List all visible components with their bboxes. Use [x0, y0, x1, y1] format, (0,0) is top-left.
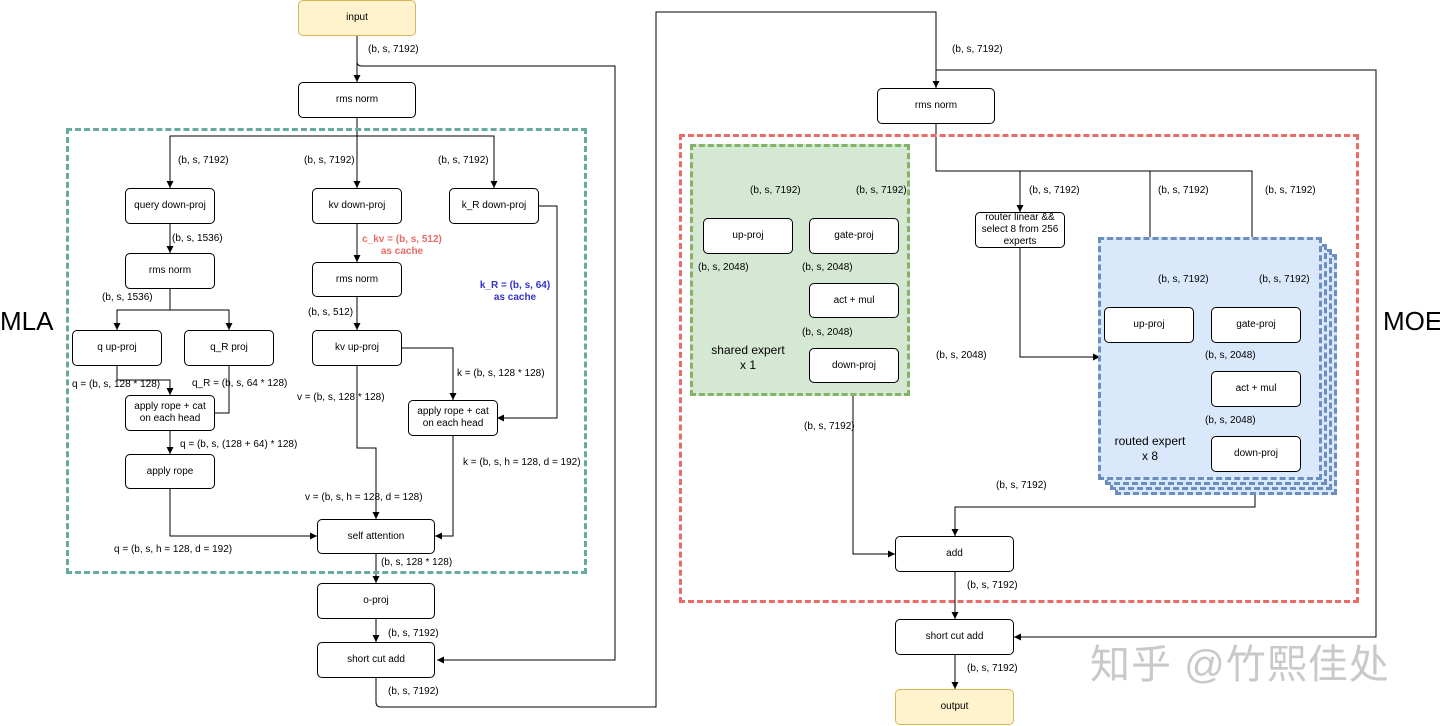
edge-label: (b, s, 7192) [750, 185, 801, 196]
edge [852, 383, 895, 558]
edge [435, 436, 454, 540]
edge [170, 309, 233, 330]
routed-down-proj-node: down-proj [1211, 436, 1301, 472]
edge-label: (b, s, 7192) [996, 480, 1047, 491]
edge [356, 366, 380, 519]
kv-up-proj-node: kv up-proj [312, 330, 402, 366]
rms-norm-attn-node: rms norm [298, 82, 416, 118]
output-node: output [895, 689, 1014, 725]
edge-label: (b, s, 7192) [368, 44, 419, 55]
edge-label: (b, s, 7192) [1265, 185, 1316, 196]
shared-act-mul-node: act + mul [809, 283, 899, 318]
edge [169, 489, 317, 540]
edge [215, 366, 230, 414]
rms-norm-q-node: rms norm [125, 253, 215, 289]
edge-label: (b, s, 1536) [102, 292, 153, 303]
edge [1019, 248, 1100, 361]
edge-label: (b, s, 2048) [1205, 350, 1256, 361]
edge-label: (b, s, 7192) [388, 628, 439, 639]
edge-label: q = (b, s, 128 * 128) [72, 379, 161, 390]
query-down-proj-node: query down-proj [125, 188, 215, 224]
shared-down-proj-node: down-proj [809, 348, 899, 383]
shared-gate-proj-node: gate-proj [809, 218, 899, 254]
edge [375, 11, 940, 708]
edge-label: (b, s, 7192) [1158, 274, 1209, 285]
edge [113, 289, 171, 330]
edge-label: q = (b, s, h = 128, d = 192) [114, 544, 233, 555]
edge-label: (b, s, 128 * 128) [381, 557, 453, 568]
short-cut-add-attn-node: short cut add [317, 642, 435, 678]
moe-title: MOE [1383, 306, 1440, 336]
mla-region [66, 128, 587, 574]
routed-expert-caption: routed expert x 8 [1114, 434, 1186, 463]
rms-norm-moe-node: rms norm [877, 88, 995, 124]
k-r-down-proj-node: k_R down-proj [449, 188, 539, 224]
edge [356, 52, 616, 664]
watermark-text: 知乎 @竹熙佳处 [1090, 643, 1390, 687]
routed-gate-proj-node: gate-proj [1211, 307, 1301, 343]
self-attention-node: self attention [317, 519, 435, 554]
edge-label: k = (b, s, h = 128, d = 192) [463, 457, 581, 468]
c-kv-cache-note: c_kv = (b, s, 512) as cache [362, 234, 442, 257]
moe-region [679, 134, 1359, 603]
edge-label: (b, s, 7192) [304, 155, 355, 166]
edge-label: (b, s, 2048) [698, 262, 749, 273]
k-r-cache-note: k_R = (b, s, 64) as cache [479, 280, 551, 303]
edge-label: (b, s, 7192) [1158, 185, 1209, 196]
apply-rope-node: apply rope [125, 454, 215, 489]
edge-label: (b, s, 7192) [1259, 274, 1310, 285]
input-node: input [298, 0, 416, 36]
routed-up-proj-node: up-proj [1104, 307, 1194, 343]
shared-up-proj-node: up-proj [703, 218, 793, 254]
edge [936, 69, 1377, 641]
edge [497, 205, 558, 422]
router-node: router linear && select 8 from 256 exper… [975, 212, 1065, 248]
mla-title: MLA [0, 306, 54, 336]
edge-label: (b, s, 2048) [1205, 415, 1256, 426]
edge [402, 347, 457, 400]
edge-label: (b, s, 7192) [967, 580, 1018, 591]
edge-label: v = (b, s, h = 128, d = 128) [305, 492, 423, 503]
edge-label: (b, s, 7192) [178, 155, 229, 166]
edge-label: (b, s, 7192) [438, 155, 489, 166]
short-cut-add-moe-node: short cut add [895, 619, 1014, 655]
edge-label: (b, s, 2048) [936, 350, 987, 361]
edge-label: v = (b, s, 128 * 128) [297, 392, 385, 403]
routed-act-mul-node: act + mul [1211, 371, 1301, 407]
edge-label: (b, s, 7192) [1029, 185, 1080, 196]
edge-label: (b, s, 7192) [856, 185, 907, 196]
o-proj-node: o-proj [317, 583, 435, 619]
edge-label: q = (b, s, (128 + 64) * 128) [180, 439, 298, 450]
shared-expert-caption: shared expert x 1 [711, 343, 785, 372]
rms-norm-kv-node: rms norm [312, 262, 402, 297]
edge-label: (b, s, 7192) [388, 686, 439, 697]
rope-cat-q-node: apply rope + cat on each head [125, 395, 215, 431]
edge-label: k = (b, s, 128 * 128) [457, 368, 545, 379]
edge-label: q_R = (b, s, 64 * 128) [192, 378, 288, 389]
edge-label: (b, s, 7192) [952, 44, 1003, 55]
edge-label: (b, s, 2048) [802, 327, 853, 338]
edge [116, 366, 174, 395]
kv-down-proj-node: kv down-proj [312, 188, 402, 224]
q-r-proj-node: q_R proj [184, 330, 274, 366]
edge-label: (b, s, 512) [308, 307, 354, 318]
edge-label: (b, s, 7192) [804, 421, 855, 432]
edge-label: (b, s, 7192) [967, 663, 1018, 674]
add-node: add [895, 536, 1014, 572]
q-up-proj-node: q up-proj [72, 330, 162, 366]
edge-label: (b, s, 1536) [172, 233, 223, 244]
rope-cat-k-node: apply rope + cat on each head [408, 400, 498, 436]
edge-label: (b, s, 2048) [802, 262, 853, 273]
